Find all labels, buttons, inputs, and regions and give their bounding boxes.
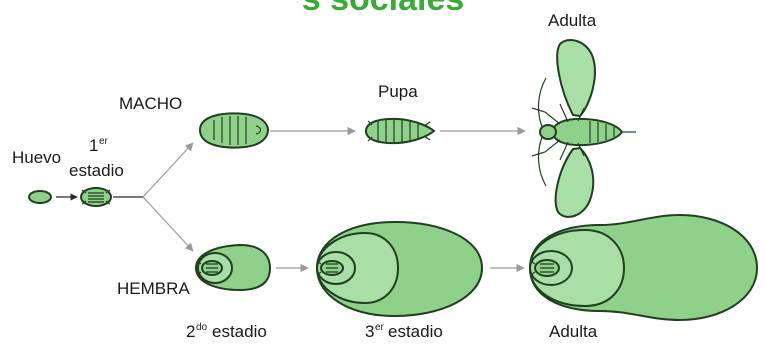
label-third-num: 3 xyxy=(365,322,374,341)
branch-to-macho-arrow xyxy=(143,143,193,197)
label-second-num: 2 xyxy=(186,322,195,341)
female-second-stage-shape xyxy=(196,245,270,290)
diagram-title: s sociales xyxy=(302,0,465,18)
branch-to-hembra-arrow xyxy=(143,197,193,251)
adult-female-shape xyxy=(530,215,757,320)
label-third-sup: er xyxy=(375,322,385,333)
label-first-estadio: estadio xyxy=(69,161,124,180)
label-third-estadio: estadio xyxy=(388,322,443,341)
label-pupa: Pupa xyxy=(378,82,418,101)
male-second-stage-shape xyxy=(200,113,268,147)
label-hembra: HEMBRA xyxy=(117,279,190,298)
label-huevo: Huevo xyxy=(12,148,61,167)
label-first-num: 1 xyxy=(89,136,98,155)
first-instar-shape xyxy=(81,188,111,206)
label-adulta-top: Adulta xyxy=(548,11,597,30)
label-adulta-bottom: Adulta xyxy=(549,322,598,341)
label-second-estadio: estadio xyxy=(212,322,267,341)
label-macho: MACHO xyxy=(119,94,182,113)
egg-shape xyxy=(29,191,51,203)
female-third-stage-shape xyxy=(317,222,482,316)
label-second-sup: do xyxy=(196,322,208,333)
label-first-sup: er xyxy=(99,136,109,147)
pupa-shape xyxy=(366,119,434,143)
adult-male-shape xyxy=(532,40,636,217)
